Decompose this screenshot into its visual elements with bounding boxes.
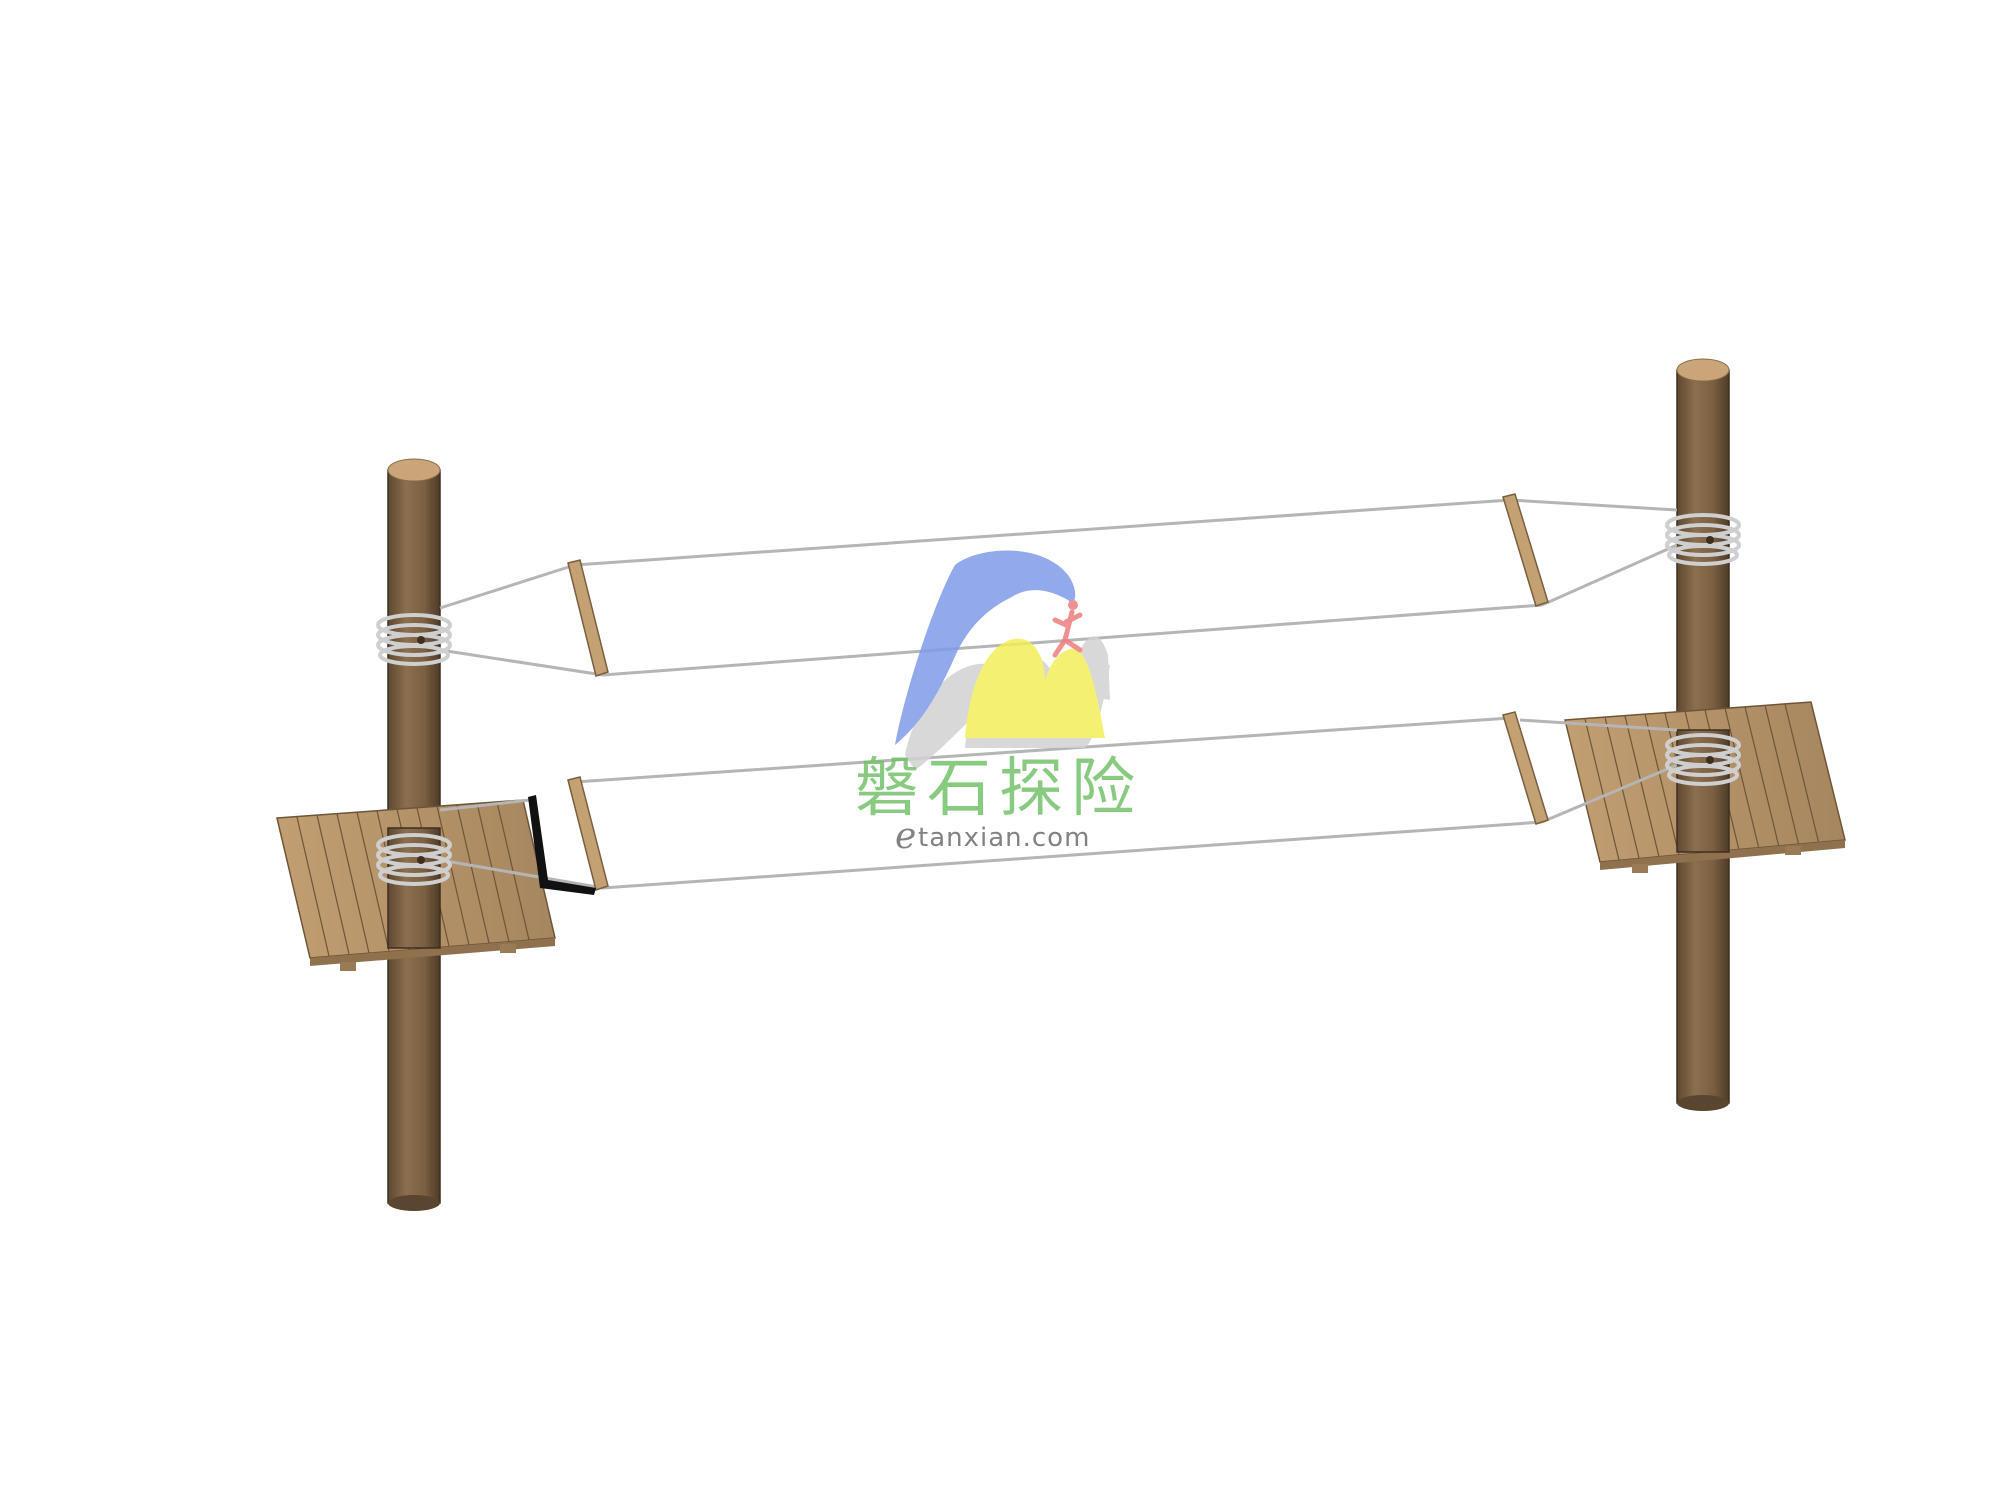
right-platform <box>1564 701 1846 873</box>
mountain-shape <box>965 638 1105 738</box>
water-shape <box>895 550 1076 745</box>
right-upper-rope-coil <box>1665 513 1741 566</box>
upper-spreader-right <box>1502 493 1549 607</box>
upper-spreader-left <box>567 559 609 677</box>
lower-spreader-right <box>1502 711 1549 825</box>
watermark-brand-text: 磐石探险 <box>855 752 1143 826</box>
watermark-url-text: tanxian.com <box>918 823 1090 853</box>
climber-figure <box>1052 600 1083 658</box>
lower-footline <box>439 716 1678 890</box>
left-lower-rope-coil <box>376 833 452 886</box>
left-upper-rope-coil <box>376 613 452 666</box>
watermark-url-prefix: e <box>895 816 916 857</box>
right-lower-rope-coil <box>1665 733 1741 786</box>
lower-spreader-left <box>528 776 609 895</box>
watermark-logo: 磐石探险 e tanxian.com <box>855 550 1143 857</box>
